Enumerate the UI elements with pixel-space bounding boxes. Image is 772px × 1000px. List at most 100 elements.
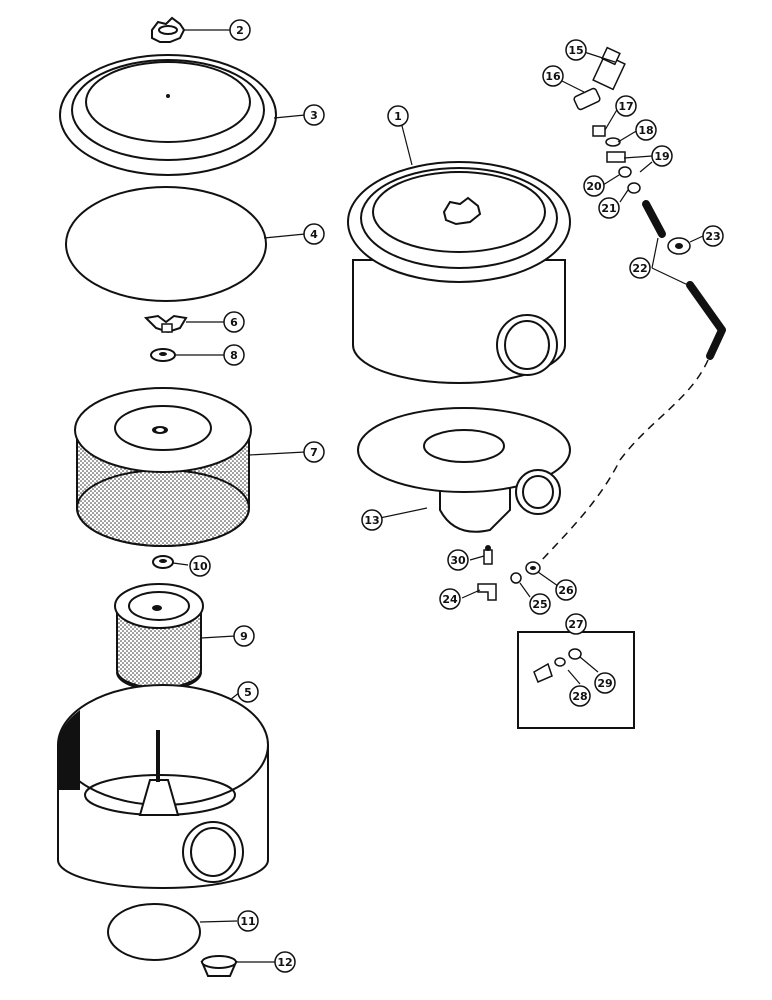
part-25-sleeve [510, 572, 522, 584]
callout-5: 5 [237, 681, 259, 703]
part-13-body-base [357, 407, 571, 533]
callout-15: 15 [565, 39, 587, 61]
callout-circle [223, 311, 245, 333]
callout-22: 22 [629, 257, 651, 279]
callout-number: 22 [632, 262, 647, 275]
callout-circle [542, 65, 564, 87]
callout-2: 2 [229, 19, 251, 41]
callout-number: 25 [532, 598, 547, 611]
callout-7: 7 [303, 441, 325, 463]
callout-circle [565, 613, 587, 635]
hose-route-dashed-line [539, 359, 709, 563]
callout-circle [635, 119, 657, 141]
callout-number: 5 [244, 686, 252, 699]
callout-circle [303, 441, 325, 463]
part-7-outer-filter-element [74, 387, 252, 547]
callout-number: 17 [618, 100, 633, 113]
callout-number: 19 [654, 150, 669, 163]
callout-number: 26 [558, 584, 574, 597]
part-27-kit-box [517, 631, 635, 729]
callout-16: 16 [542, 65, 564, 87]
part-18-sleeve [605, 137, 621, 147]
callout-number: 15 [568, 44, 583, 57]
callout-circle [361, 509, 383, 531]
part-2-wing-knob [151, 16, 186, 43]
callout-25: 25 [529, 593, 551, 615]
callout-number: 13 [364, 514, 379, 527]
callout-number: 4 [310, 228, 318, 241]
callout-circle [615, 95, 637, 117]
part-15-valve [592, 46, 626, 91]
callout-27: 27 [565, 613, 587, 635]
callout-circle [303, 223, 325, 245]
callout-number: 24 [442, 593, 458, 606]
part-8-washer [150, 348, 176, 362]
part-10-nut [152, 555, 174, 569]
callout-circle [529, 593, 551, 615]
part-22-hoses [642, 200, 726, 360]
callout-circle [237, 681, 259, 703]
callout-circle [569, 685, 591, 707]
callout-17: 17 [615, 95, 637, 117]
callout-number: 23 [705, 230, 720, 243]
callout-29: 29 [594, 672, 616, 694]
callout-30: 30 [447, 549, 469, 571]
callout-number: 3 [310, 109, 318, 122]
part-30-fitting [483, 545, 493, 565]
callout-24: 24 [439, 588, 461, 610]
callout-4: 4 [303, 223, 325, 245]
callout-number: 7 [310, 446, 318, 459]
callout-circle [223, 344, 245, 366]
callout-number: 18 [638, 124, 653, 137]
callout-number: 27 [568, 618, 583, 631]
callout-number: 29 [597, 677, 612, 690]
callout-number: 16 [545, 70, 561, 83]
callout-8: 8 [223, 344, 245, 366]
callout-number: 30 [450, 554, 466, 567]
callout-20: 20 [583, 175, 605, 197]
callout-21: 21 [598, 197, 620, 219]
callout-1: 1 [387, 105, 409, 127]
part-6-wing-nut [143, 314, 188, 334]
callout-10: 10 [189, 555, 211, 577]
callout-number: 2 [236, 24, 244, 37]
part-20-nut [618, 166, 632, 178]
callout-circle [565, 39, 587, 61]
callout-26: 26 [555, 579, 577, 601]
callout-3: 3 [303, 104, 325, 126]
callout-number: 11 [240, 915, 255, 928]
callout-number: 12 [277, 956, 292, 969]
leader-lines [172, 29, 704, 963]
callout-circle [702, 225, 724, 247]
part-17-connector [592, 125, 606, 137]
callout-number: 21 [601, 202, 616, 215]
callout-number: 20 [586, 180, 602, 193]
callout-circle [387, 105, 409, 127]
callout-number: 28 [572, 690, 587, 703]
callout-circle [629, 257, 651, 279]
callout-circle [229, 19, 251, 41]
callout-circle [274, 951, 296, 973]
part-9-inner-filter-element [114, 583, 204, 691]
part-4-gasket-ring [65, 186, 267, 302]
part-12-cap [200, 955, 238, 977]
callout-number: 9 [240, 630, 248, 643]
callout-18: 18 [635, 119, 657, 141]
callout-circle [555, 579, 577, 601]
callout-circle [303, 104, 325, 126]
part-19-tee-fitting [606, 151, 626, 163]
callout-number: 8 [230, 349, 238, 362]
callout-circle [233, 625, 255, 647]
part-5-oil-cup-bowl [57, 684, 269, 889]
callout-23: 23 [702, 225, 724, 247]
part-16-fitting-elbow [573, 87, 601, 111]
callout-circle [439, 588, 461, 610]
part-21-nut [627, 182, 641, 194]
callout-9: 9 [233, 625, 255, 647]
callout-circle [237, 910, 259, 932]
callout-circle [598, 197, 620, 219]
callout-number: 10 [192, 560, 208, 573]
callout-circle [651, 145, 673, 167]
